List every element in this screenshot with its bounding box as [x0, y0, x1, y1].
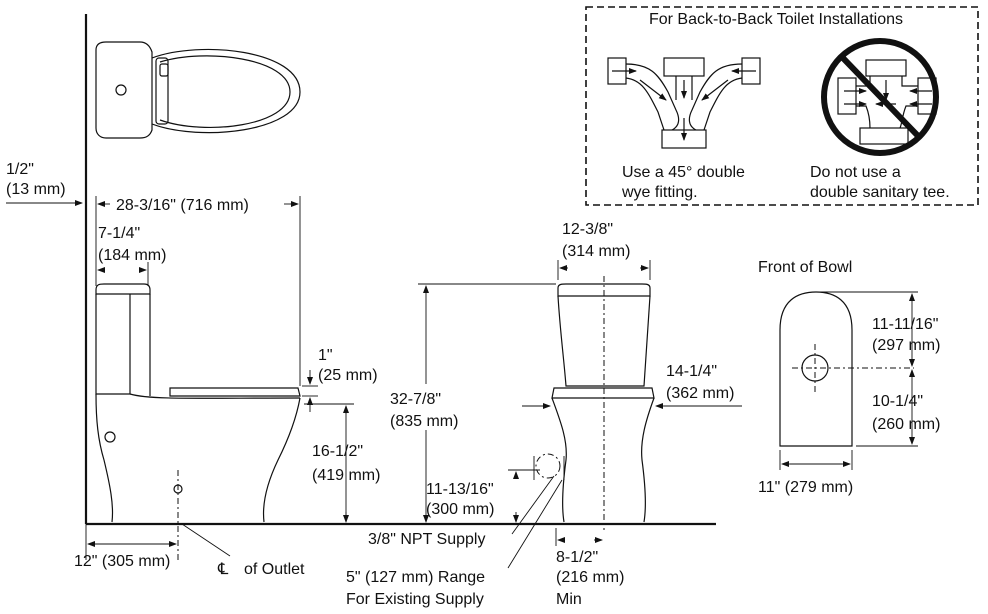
bowl-width-label: 11" (279 mm) — [758, 479, 853, 496]
seat-width-line-1: 14-1/4" — [666, 363, 717, 380]
wye-caption-line-2: wye fitting. — [621, 184, 698, 201]
overall-depth-label: 28-3/16" (716 mm) — [116, 197, 249, 214]
side-view: 1/2" (13 mm) 28-3/16" (716 mm) 7-1/4" (1… — [6, 14, 716, 578]
bowl-front-length-line-1: 11-11/16" — [872, 316, 938, 333]
prohibited-sanitary-tee-illustration — [821, 38, 939, 156]
rough-in-label: 12" (305 mm) — [74, 553, 170, 570]
supply-offset-line-3: Min — [556, 591, 582, 608]
toilet-plan-view — [95, 41, 301, 139]
seat-gap-line-1: 1" — [318, 347, 333, 364]
wye-caption-line-1: Use a 45° double — [622, 164, 745, 181]
double-wye-fitting-illustration — [607, 57, 761, 149]
tank-depth-line-1: 7-1/4" — [98, 225, 140, 242]
seat-width-line-2: (362 mm) — [666, 385, 734, 402]
rim-height-line-2: (419 mm) — [312, 467, 380, 484]
rim-height-line-1: 16-1/2" — [312, 443, 363, 460]
seat-gap-line-2: (25 mm) — [318, 367, 378, 384]
supply-height-line-2: (300 mm) — [426, 501, 494, 518]
overall-height-line-1: 32-7/8" — [390, 391, 441, 408]
front-view: 12-3/8" (314 mm) 32-7/8" (835 mm) 14-1/4… — [346, 221, 742, 608]
supply-label: 3/8" NPT Supply — [368, 531, 485, 548]
supply-offset-line-1: 8-1/2" — [556, 549, 598, 566]
supply-range-line-1: 5" (127 mm) Range — [346, 569, 485, 586]
tank-width-line-1: 12-3/8" — [562, 221, 613, 238]
bowl-front-length-line-2: (297 mm) — [872, 337, 940, 354]
tank-depth-line-2: (184 mm) — [98, 247, 166, 264]
bowl-rear-length-line-2: (260 mm) — [872, 416, 940, 433]
wall-offset-line-1: 1/2" — [6, 161, 34, 178]
outlet-label: of Outlet — [244, 561, 305, 578]
prohibition-slash — [839, 54, 923, 141]
inset-border — [585, 6, 979, 206]
toilet-front-elevation — [535, 283, 655, 523]
supply-height-line-1: 11-13/16" — [426, 481, 494, 498]
overall-height-line-2: (835 mm) — [390, 413, 458, 430]
back-to-back-inset: For Back-to-Back Toilet Installations Us… — [585, 6, 979, 206]
tee-caption-line-1: Do not use a — [810, 164, 901, 181]
inset-title: For Back-to-Back Toilet Installations — [649, 11, 903, 28]
toilet-side-elevation — [95, 283, 301, 523]
supply-offset-line-2: (216 mm) — [556, 569, 624, 586]
wall-offset-line-2: (13 mm) — [6, 181, 66, 198]
bowl-outline — [779, 291, 853, 447]
tank-width-line-2: (314 mm) — [562, 243, 630, 260]
bowl-plan-view: Front of Bowl 11-11/16" (297 mm) 10-1/4"… — [758, 259, 940, 496]
centerline-symbol: ℄ — [217, 561, 229, 578]
bowl-rear-length-line-1: 10-1/4" — [872, 393, 923, 410]
tee-caption-line-2: double sanitary tee. — [810, 184, 950, 201]
bowl-title: Front of Bowl — [758, 259, 852, 276]
supply-range-line-2: For Existing Supply — [346, 591, 484, 608]
